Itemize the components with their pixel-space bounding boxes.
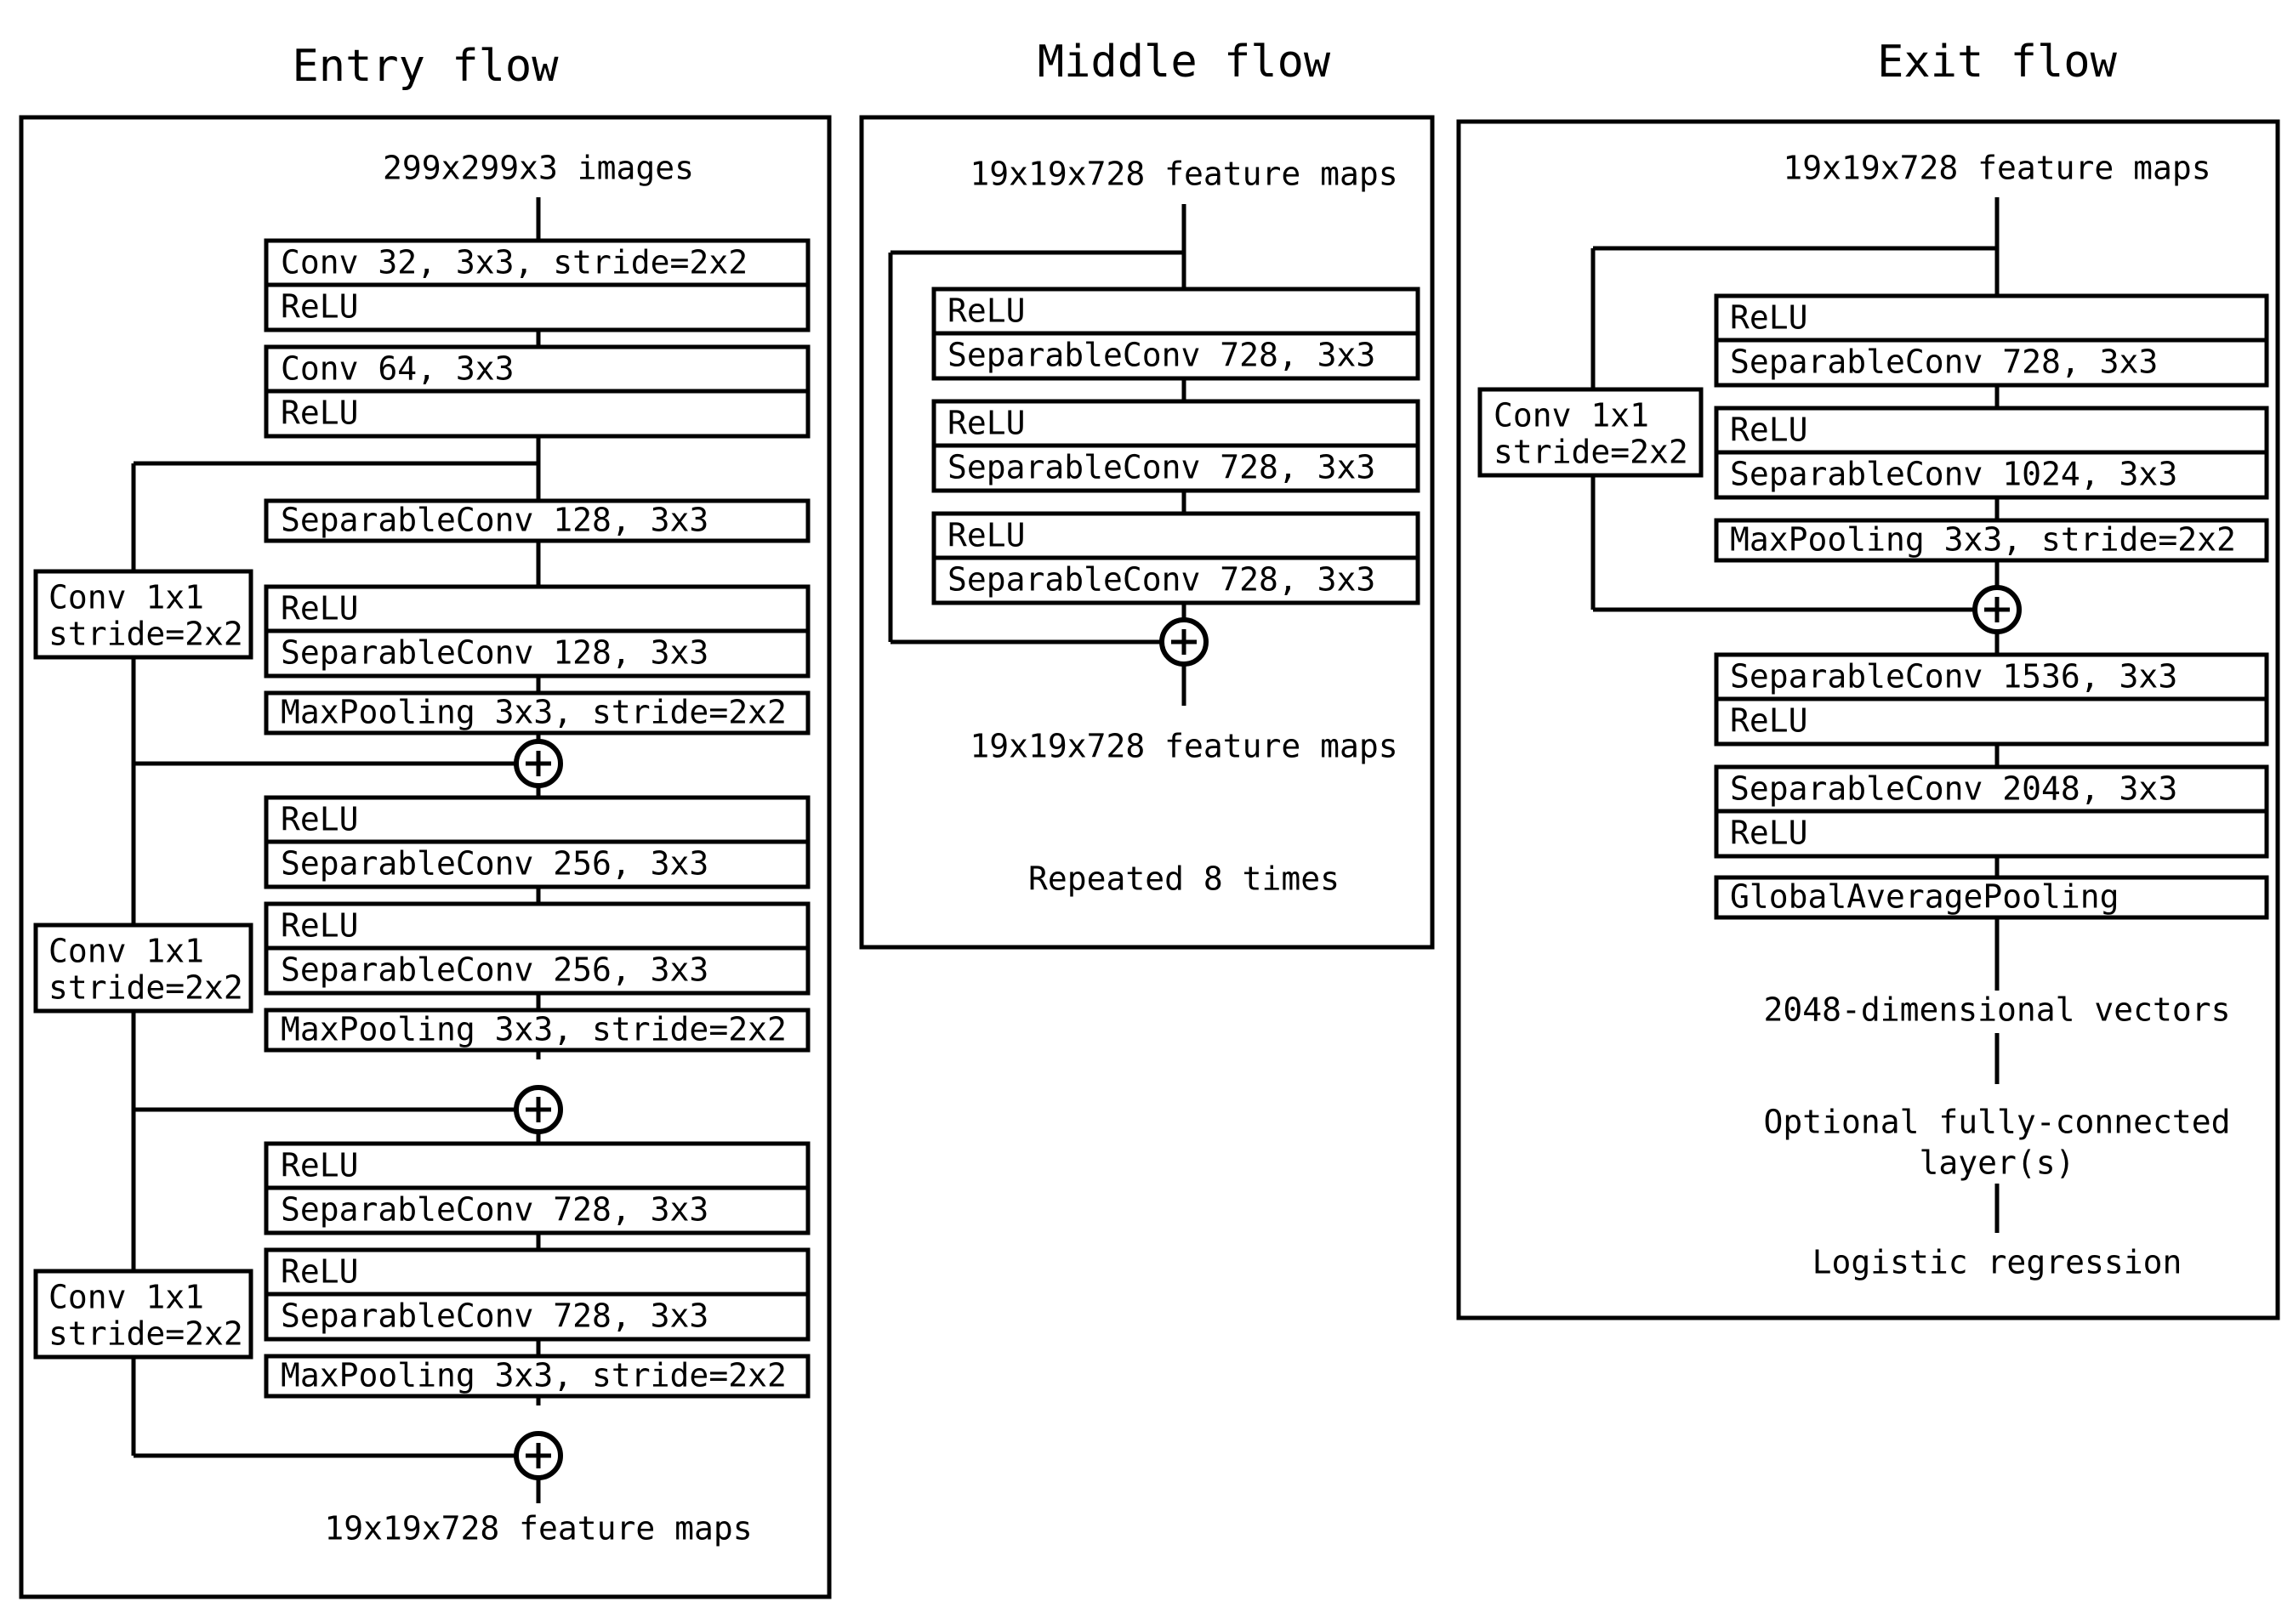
entry-box-e6-label: ReLU: [281, 590, 359, 627]
entry-box-e14: [264, 1141, 811, 1190]
entry-box-e12-label: SeparableConv 256, 3x3: [281, 951, 708, 989]
entry-box-e3: [264, 344, 811, 394]
entry-box-e5: [264, 498, 811, 543]
entry-box-e7-label: SeparableConv 128, 3x3: [281, 634, 708, 672]
exit-flow-title: Exit flow: [1877, 37, 2117, 88]
entry-box-e9-label: ReLU: [281, 801, 359, 838]
entry-box-e8: [264, 690, 811, 735]
exit-box-x9-label: ReLU: [1730, 815, 1808, 852]
entry-box-e9: [264, 795, 811, 844]
entry-shortcut-s1-line2: stride=2x2: [48, 616, 243, 653]
exit-fc-label-line2: layer(s): [1919, 1144, 2074, 1182]
entry-shortcut-s3-line1: Conv 1x1: [48, 1279, 204, 1316]
entry-box-e5-label: SeparableConv 128, 3x3: [281, 502, 708, 539]
entry-box-e17: [264, 1292, 811, 1342]
exit-box-x5: [1714, 518, 2269, 563]
middle-box-m6: [931, 555, 1420, 605]
middle-flow-panel: [859, 115, 1435, 950]
middle-box-m4-label: SeparableConv 728, 3x3: [947, 449, 1375, 486]
entry-output-label: 19x19x728 feature maps: [324, 1510, 752, 1547]
entry-box-e14-label: ReLU: [281, 1147, 359, 1184]
entry-box-e12: [264, 945, 811, 996]
exit-box-x10-label: GlobalAveragePooling: [1730, 878, 2119, 916]
entry-box-e11-label: ReLU: [281, 907, 359, 945]
entry-box-e18-label: MaxPooling 3x3, stride=2x2: [281, 1357, 787, 1394]
exit-box-x3: [1714, 406, 2269, 455]
middle-box-m2: [931, 331, 1420, 381]
entry-box-e15: [264, 1185, 811, 1235]
exit-box-x5-label: MaxPooling 3x3, stride=2x2: [1730, 521, 2236, 559]
middle-box-m3: [931, 399, 1420, 448]
exit-box-x6: [1714, 652, 2269, 701]
entry-input-label: 299x299x3 images: [383, 150, 694, 187]
exit-box-x8: [1714, 764, 2269, 814]
entry-box-e4: [264, 389, 811, 439]
exit-flow-panel: [1456, 119, 2280, 1320]
exit-box-x2-label: SeparableConv 728, 3x3: [1730, 344, 2158, 381]
entry-box-e11: [264, 901, 811, 951]
exit-box-x7-label: ReLU: [1730, 702, 1808, 740]
entry-box-e16-label: ReLU: [281, 1253, 359, 1291]
exit-box-x3-label: ReLU: [1730, 412, 1808, 449]
entry-flow-panel: [19, 115, 832, 1599]
entry-shortcut-s3: [33, 1269, 253, 1360]
exit-box-x6-label: SeparableConv 1536, 3x3: [1730, 658, 2177, 696]
exit-box-x8-label: SeparableConv 2048, 3x3: [1730, 770, 2177, 808]
exit-fc-label-line1: Optional fully-connected: [1763, 1104, 2230, 1141]
exit-box-x9: [1714, 809, 2269, 859]
entry-shortcut-s1-line1: Conv 1x1: [48, 579, 204, 616]
entry-box-e7: [264, 628, 811, 679]
entry-adder-2: [514, 1085, 563, 1134]
entry-shortcut-s2-line1: Conv 1x1: [48, 933, 204, 970]
exit-vector-label: 2048-dimensional vectors: [1763, 991, 2230, 1029]
middle-adder-1: [1159, 617, 1209, 667]
exit-box-x7: [1714, 696, 2269, 747]
entry-box-e13: [264, 1008, 811, 1053]
exit-adder-1: [1972, 585, 2022, 634]
entry-box-e10-label: SeparableConv 256, 3x3: [281, 845, 708, 883]
middle-box-m4: [931, 443, 1420, 493]
exit-box-x10: [1714, 875, 2269, 920]
entry-shortcut-s1: [33, 569, 253, 660]
entry-adder-3: [514, 1431, 563, 1480]
entry-box-e2-label: ReLU: [281, 288, 359, 326]
entry-box-e1-label: Conv 32, 3x3, stride=2x2: [281, 244, 748, 281]
exit-shortcut-xs1-line2: stride=2x2: [1494, 434, 1688, 471]
entry-box-e3-label: Conv 64, 3x3: [281, 350, 515, 388]
entry-box-e6: [264, 584, 811, 633]
middle-output-label: 19x19x728 feature maps: [970, 728, 1397, 765]
entry-box-e13-label: MaxPooling 3x3, stride=2x2: [281, 1011, 787, 1048]
entry-adder-1: [514, 739, 563, 788]
entry-box-e10: [264, 839, 811, 889]
middle-input-label: 19x19x728 feature maps: [970, 156, 1397, 193]
exit-shortcut-xs1: [1477, 387, 1704, 478]
middle-box-m1-label: ReLU: [947, 292, 1026, 330]
entry-shortcut-s3-line2: stride=2x2: [48, 1315, 243, 1353]
entry-shortcut-s2: [33, 923, 253, 1014]
entry-box-e4-label: ReLU: [281, 395, 359, 432]
middle-box-m2-label: SeparableConv 728, 3x3: [947, 337, 1375, 374]
exit-box-x1-label: ReLU: [1730, 299, 1808, 337]
entry-box-e18: [264, 1354, 811, 1399]
exit-box-x2: [1714, 338, 2269, 388]
middle-box-m5-label: ReLU: [947, 517, 1026, 554]
exit-logistic-label: Logistic regression: [1812, 1244, 2182, 1281]
exit-input-label: 19x19x728 feature maps: [1783, 150, 2210, 187]
middle-box-m3-label: ReLU: [947, 405, 1026, 442]
entry-flow-title: Entry flow: [292, 41, 559, 92]
middle-box-m6-label: SeparableConv 728, 3x3: [947, 561, 1375, 599]
exit-box-x4-label: SeparableConv 1024, 3x3: [1730, 456, 2177, 493]
entry-box-e17-label: SeparableConv 728, 3x3: [281, 1297, 708, 1335]
exit-box-x1: [1714, 293, 2269, 343]
entry-box-e15-label: SeparableConv 728, 3x3: [281, 1191, 708, 1229]
entry-box-e1: [264, 238, 811, 287]
entry-box-e8-label: MaxPooling 3x3, stride=2x2: [281, 694, 787, 731]
entry-box-e2: [264, 282, 811, 332]
exit-shortcut-xs1-line1: Conv 1x1: [1494, 397, 1649, 434]
middle-flow-title: Middle flow: [1038, 37, 1331, 88]
exit-box-x4: [1714, 450, 2269, 500]
entry-shortcut-s2-line2: stride=2x2: [48, 969, 243, 1007]
middle-repeat-label: Repeated 8 times: [1028, 860, 1340, 898]
